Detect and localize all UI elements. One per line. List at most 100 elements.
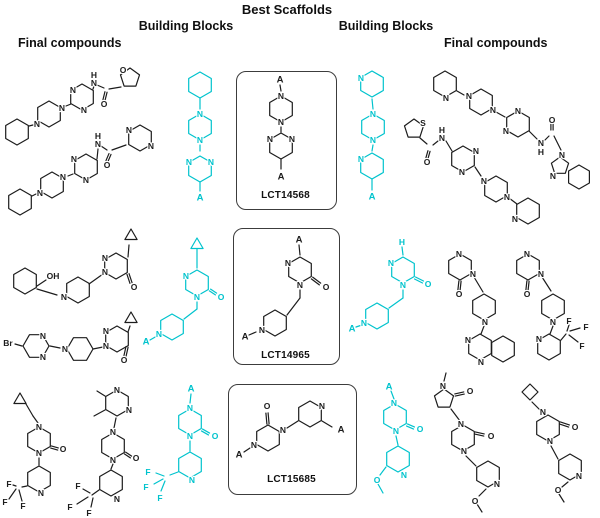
- bond: [265, 412, 268, 425]
- bond: [169, 471, 179, 476]
- atom-label: N: [443, 93, 449, 103]
- atom-label: N: [267, 134, 273, 144]
- bond: [371, 98, 374, 110]
- bond: [82, 488, 91, 494]
- atom-label: H: [439, 125, 445, 135]
- atom-label: N: [103, 326, 109, 336]
- atom-label: O: [572, 422, 579, 432]
- atom-label: N: [110, 455, 116, 465]
- ring: [506, 110, 530, 138]
- bond: [465, 455, 477, 467]
- ring: [536, 414, 560, 442]
- bond: [125, 346, 129, 357]
- ring: [391, 256, 415, 284]
- bond: [395, 435, 399, 446]
- bond: [127, 244, 130, 258]
- bond: [91, 489, 100, 496]
- ring: [383, 403, 407, 431]
- bond: [377, 483, 384, 494]
- ring: [128, 124, 152, 152]
- bond: [31, 193, 37, 197]
- bond: [127, 325, 131, 333]
- ring: [13, 392, 27, 405]
- atom-label: N: [114, 385, 120, 395]
- atom-label: N: [550, 317, 556, 327]
- bond: [108, 86, 122, 90]
- bond: [541, 276, 552, 292]
- atom-label: A: [242, 332, 249, 343]
- atom-label: N: [81, 105, 87, 115]
- bond: [425, 150, 429, 159]
- bond: [544, 135, 550, 141]
- ring: [361, 113, 385, 141]
- atom-label: N: [490, 105, 496, 115]
- bond: [406, 423, 416, 428]
- ring: [451, 424, 475, 452]
- atom-label: A: [278, 172, 285, 183]
- bond: [559, 423, 570, 428]
- ring: [105, 389, 129, 417]
- ring: [448, 253, 472, 281]
- atom-label: N: [40, 352, 46, 362]
- atom-label: F: [145, 467, 150, 477]
- bond: [96, 390, 106, 397]
- bond: [267, 412, 270, 425]
- atom-label: N: [70, 85, 76, 95]
- figure-title: Best Scaffolds: [241, 2, 333, 17]
- bond: [454, 391, 465, 395]
- ring: [27, 465, 51, 493]
- bond: [153, 478, 164, 485]
- atom-label: O: [120, 65, 127, 75]
- bond: [208, 290, 216, 296]
- bond: [279, 84, 282, 92]
- bond: [21, 485, 28, 488]
- bond: [8, 488, 17, 500]
- ring: [558, 453, 582, 481]
- ring: [101, 432, 125, 460]
- atom-label: N: [126, 405, 132, 415]
- bond: [321, 420, 333, 428]
- bond: [525, 280, 528, 291]
- atom-label: N: [461, 446, 467, 456]
- atom-label: O: [218, 292, 225, 302]
- atom-label: F: [579, 341, 584, 351]
- bond: [478, 488, 487, 497]
- bond: [90, 497, 94, 508]
- atom-label: N: [481, 176, 487, 186]
- bond: [243, 447, 251, 453]
- scaffold-label-lct14965: LCT14965: [261, 350, 310, 361]
- ring: [472, 293, 496, 321]
- atom-label: N: [576, 471, 582, 481]
- atom-label: N: [361, 318, 367, 328]
- atom-label: F: [20, 501, 25, 511]
- atom-label: N: [36, 448, 42, 458]
- atom-label: A: [277, 75, 284, 86]
- bond: [569, 327, 581, 332]
- atom-label: N: [466, 91, 472, 101]
- scaffold-box-lct14568: [236, 71, 337, 210]
- atom-label: N: [515, 106, 521, 116]
- atom-label: N: [482, 317, 488, 327]
- bond: [49, 345, 61, 349]
- atom-label: O: [549, 115, 556, 125]
- atom-label: OH: [47, 271, 60, 281]
- ring: [451, 145, 475, 173]
- bond: [189, 393, 192, 404]
- ring: [469, 88, 493, 116]
- bond: [210, 288, 218, 294]
- bond: [201, 428, 211, 434]
- atom-label: N: [259, 325, 265, 335]
- atom-label: N: [540, 407, 546, 417]
- ring: [468, 333, 492, 361]
- bond: [104, 91, 108, 101]
- atom-label: O: [456, 289, 463, 299]
- atom-label: O: [131, 282, 138, 292]
- atom-label: O: [264, 401, 271, 411]
- atom-label: N: [208, 157, 214, 167]
- bond: [160, 480, 166, 492]
